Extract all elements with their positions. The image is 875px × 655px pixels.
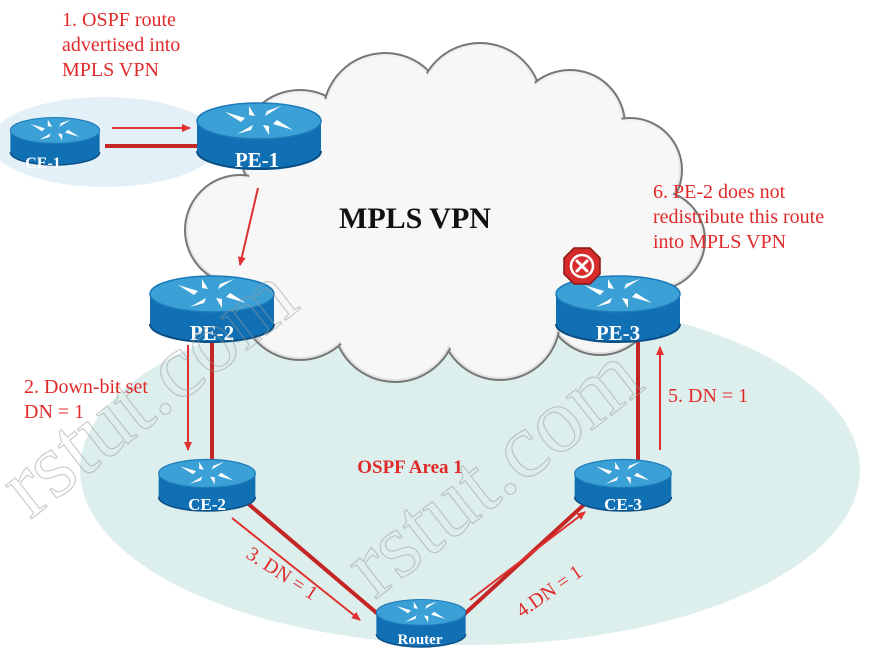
router-label-pe3: PE-3 (596, 321, 640, 345)
router-label-ce1: CE-1 (25, 155, 61, 172)
flow-arrows (112, 124, 664, 621)
router-label-ce2: CE-2 (188, 495, 226, 514)
router-label-pe1: PE-1 (235, 148, 279, 172)
area-label: OSPF Area 1 (357, 457, 463, 478)
arrow-router-to-ce3 (469, 511, 586, 601)
router-label-pe2: PE-2 (190, 321, 234, 345)
blocked-x-icon (563, 247, 601, 285)
link-ce2-router (230, 488, 387, 622)
arrow-pe1-to-pe2 (237, 187, 259, 266)
router-label-ce3: CE-3 (604, 495, 642, 514)
arrow-ce2-to-router (231, 517, 361, 621)
router-label-core: Router (398, 632, 443, 648)
annotation-step6: 6. PE-2 does not redistribute this route… (653, 181, 825, 253)
annotation-step5: 5. DN = 1 (668, 385, 749, 407)
ospf-area-region (80, 295, 860, 645)
annotation-step1: 1. OSPF route advertised into MPLS VPN (62, 9, 181, 81)
annotation-step2: 2. Down-bit set DN = 1 (24, 376, 148, 423)
cloud-label: MPLS VPN (339, 202, 491, 235)
